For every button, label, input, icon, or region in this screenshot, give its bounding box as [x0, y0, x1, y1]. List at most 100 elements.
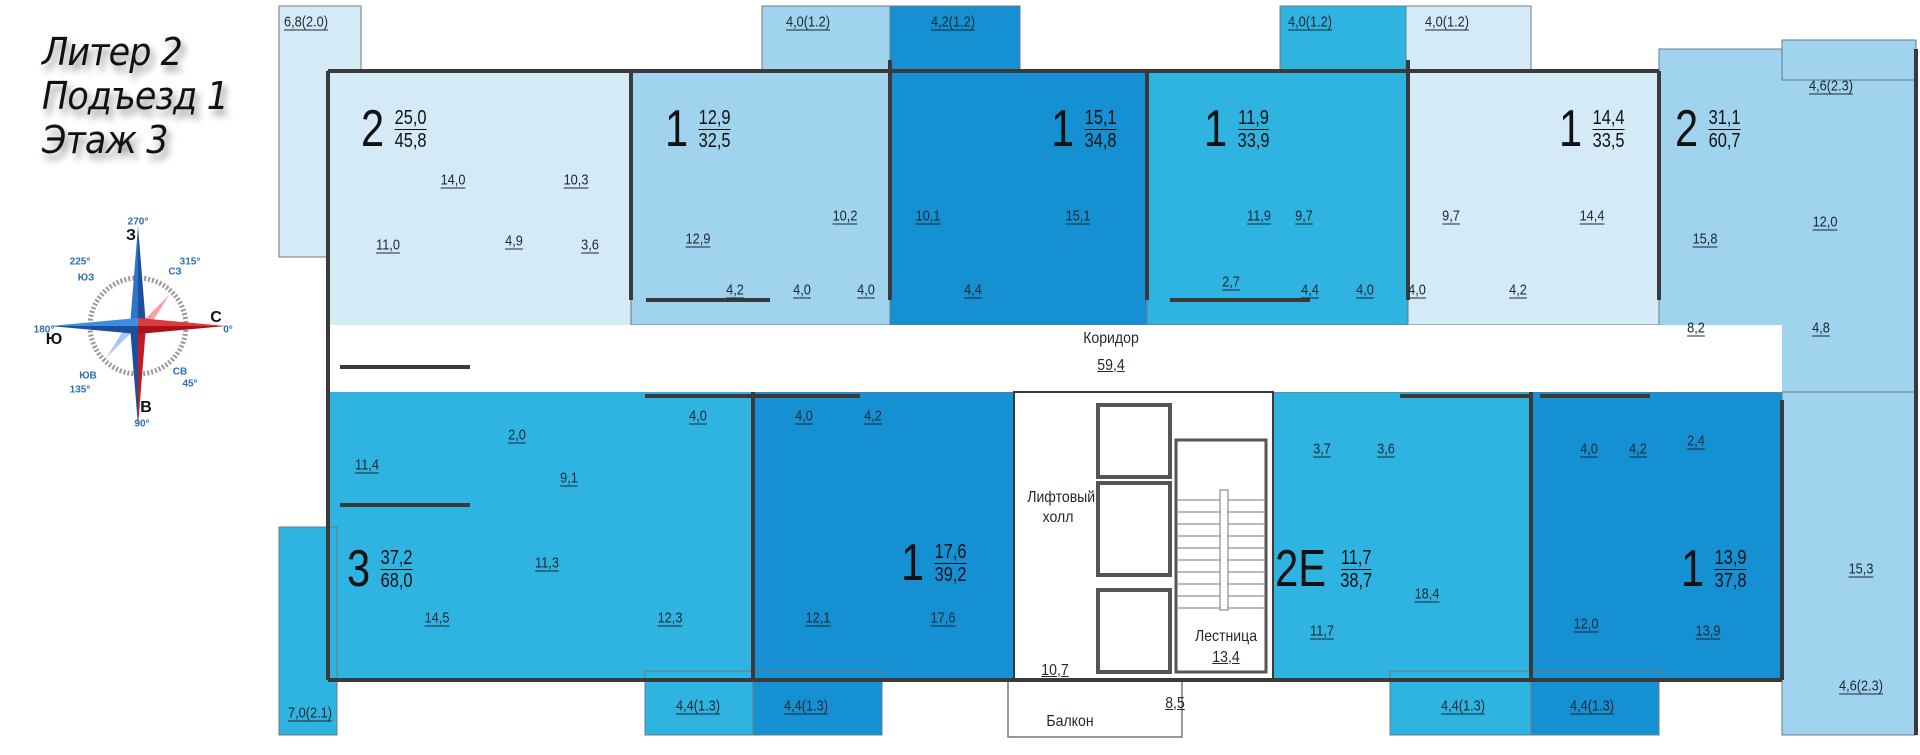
- apartment-5-area-block[interactable]: [1405, 5, 1532, 72]
- room-area-label: 12,1: [805, 609, 831, 627]
- apartment-label[interactable]: 1 15,1 34,8: [1048, 103, 1120, 155]
- lift-shaft: [1096, 588, 1172, 674]
- room-area-label: 11,3: [535, 554, 559, 572]
- balcony-area: 8,5: [1165, 695, 1185, 712]
- corridor-label: Коридор: [1083, 330, 1139, 347]
- room-count: 2: [360, 100, 385, 158]
- compass-deg-north: 0°: [223, 324, 233, 336]
- room-area-label: 4,2: [1629, 440, 1647, 458]
- room-count: 2E: [1275, 540, 1326, 598]
- area-fraction: 25,0 45,8: [394, 106, 427, 152]
- room-area-label: 9,7: [1442, 207, 1460, 225]
- room-area-label: 4,0: [1408, 281, 1426, 299]
- apartment-2-area-block[interactable]: [761, 5, 891, 72]
- apartment-label[interactable]: 1 11,9 33,9: [1201, 103, 1273, 155]
- living-area: 25,0: [394, 106, 427, 130]
- compass-nw: СЗ: [168, 266, 182, 278]
- compass-deg-south: 180°: [33, 324, 55, 336]
- apartment-6-area-block[interactable]: [1781, 391, 1917, 736]
- room-area-label: 3,6: [581, 236, 599, 254]
- apartment-label[interactable]: 2 31,1 60,7: [1672, 103, 1744, 155]
- room-area-label: 4,0: [689, 407, 707, 425]
- room-area-label: 4,0(1.2): [786, 13, 830, 31]
- apartment-label[interactable]: 2E 11,7 38,7: [1269, 543, 1376, 595]
- apartment-3-area-block[interactable]: [889, 5, 1021, 72]
- compass-rose-icon: [50, 226, 226, 426]
- total-area: 33,5: [1592, 129, 1625, 152]
- apartment-label[interactable]: 2 25,0 45,8: [358, 103, 430, 155]
- lift-shaft: [1096, 481, 1172, 577]
- room-area-label: 4,2(1.2): [931, 13, 975, 31]
- area-fraction: 14,4 33,5: [1592, 107, 1625, 152]
- living-area: 17,6: [934, 540, 967, 564]
- area-fraction: 31,1 60,7: [1708, 107, 1741, 152]
- room-area-label: 11,0: [376, 236, 400, 254]
- compass-deg-east: 90°: [134, 418, 150, 430]
- total-area: 68,0: [380, 569, 413, 592]
- room-area-label: 4,0: [1356, 281, 1374, 299]
- room-area-label: 14,4: [1579, 207, 1605, 225]
- room-area-label: 7,0(2.1): [288, 704, 332, 722]
- title-entrance: Подъезд 1: [42, 74, 229, 118]
- apartment-label[interactable]: 1 17,6 39,2: [898, 537, 970, 589]
- room-area-label: 12,9: [685, 230, 711, 248]
- room-area-label: 4,4(1.3): [676, 697, 720, 715]
- room-count: 1: [664, 100, 689, 158]
- apartment-1-area-block[interactable]: [327, 70, 632, 368]
- apartment-10-area-block[interactable]: [1530, 391, 1783, 681]
- apartment-label[interactable]: 1 12,9 32,5: [662, 103, 734, 155]
- stairs: [1174, 438, 1268, 674]
- apartment-4-area-block[interactable]: [1279, 5, 1407, 72]
- total-area: 45,8: [394, 129, 427, 152]
- room-area-label: 9,7: [1295, 207, 1313, 225]
- room-area-label: 4,0: [795, 407, 813, 425]
- compass-deg-nw: 315°: [179, 256, 201, 268]
- apartment-9-area-block[interactable]: [1272, 391, 1532, 681]
- room-area-label: 10,3: [563, 171, 589, 189]
- room-area-label: 4,6(2.3): [1839, 677, 1883, 695]
- apartment-6-area-block[interactable]: [1781, 39, 1917, 81]
- room-area-label: 4,2: [726, 281, 744, 299]
- total-area: 39,2: [934, 563, 967, 586]
- room-area-label: 4,2: [864, 407, 882, 425]
- compass-se: ЮВ: [79, 370, 97, 382]
- common-balcony: [1007, 679, 1183, 738]
- room-area-label: 4,6(2.3): [1809, 77, 1853, 95]
- room-area-label: 2,4: [1687, 432, 1705, 450]
- room-area-label: 14,5: [424, 609, 450, 627]
- apartment-7-area-block[interactable]: [327, 366, 754, 681]
- area-fraction: 37,2 68,0: [380, 546, 413, 592]
- compass-deg-se: 135°: [69, 384, 91, 396]
- balcony-label: Балкон: [1046, 713, 1094, 730]
- corridor-area: 59,4: [1097, 357, 1125, 374]
- room-area-label: 17,6: [930, 609, 956, 627]
- total-area: 37,8: [1714, 569, 1747, 592]
- compass-sw: ЮЗ: [77, 272, 95, 284]
- room-count: 1: [900, 534, 925, 592]
- room-area-label: 11,4: [355, 456, 379, 474]
- room-area-label: 15,8: [1692, 230, 1718, 248]
- total-area: 60,7: [1708, 129, 1741, 152]
- apartment-4-area-block[interactable]: [1146, 70, 1409, 326]
- area-fraction: 17,6 39,2: [934, 540, 967, 586]
- room-area-label: 8,2: [1687, 319, 1705, 337]
- apartment-3-area-block[interactable]: [889, 70, 1148, 326]
- compass-deg-ne: 45°: [182, 378, 198, 390]
- room-area-label: 10,1: [915, 207, 941, 225]
- apartment-8-area-block[interactable]: [752, 391, 1015, 681]
- stairs-area: 13,4: [1212, 649, 1240, 666]
- room-area-label: 4,4(1.3): [1570, 697, 1614, 715]
- apartment-label[interactable]: 1 14,4 33,5: [1556, 103, 1628, 155]
- living-area: 37,2: [380, 546, 413, 570]
- living-area: 11,7: [1340, 546, 1372, 570]
- compass-deg-sw: 225°: [69, 256, 91, 268]
- lift-shaft: [1096, 403, 1172, 479]
- apartment-label[interactable]: 1 13,9 37,8: [1678, 543, 1750, 595]
- corridor: [328, 325, 1782, 392]
- apartment-label[interactable]: 3 37,2 68,0: [344, 543, 416, 595]
- area-fraction: 12,9 32,5: [698, 107, 731, 152]
- area-fraction: 15,1 34,8: [1084, 107, 1117, 152]
- room-area-label: 4,0(1.2): [1425, 13, 1469, 31]
- compass-east: В: [140, 399, 152, 416]
